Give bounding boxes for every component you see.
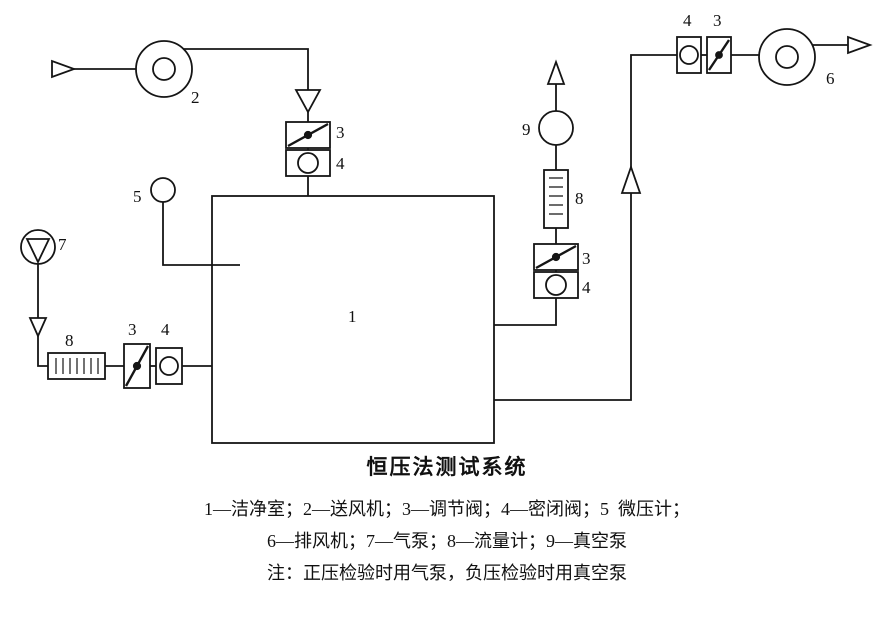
legend-line-1: 1—洁净室；2—送风机；3—调节阀；4—密闭阀；5 微压计； bbox=[204, 499, 690, 519]
label-air-pump: 7 bbox=[58, 235, 67, 254]
sealed-valve-left-icon bbox=[155, 347, 183, 385]
label-flow-meter-right: 8 bbox=[575, 189, 584, 208]
sealed-valve-right-icon bbox=[533, 271, 579, 299]
label-valve3-right: 3 bbox=[582, 249, 591, 268]
label-valve3-top: 3 bbox=[336, 123, 345, 142]
flow-meter-right-icon bbox=[543, 169, 569, 229]
label-valve4-top-right: 4 bbox=[683, 11, 692, 30]
pipe-room-to-valve4-right bbox=[494, 298, 557, 326]
regulating-valve-top-right-icon bbox=[706, 36, 732, 74]
vent-up-arrow-icon bbox=[546, 59, 566, 85]
pipe-exhaust-run bbox=[494, 54, 677, 401]
note-line: 注：正压检验时用气泵，负压检验时用真空泵 bbox=[267, 563, 627, 583]
pipe-supply bbox=[183, 48, 309, 90]
label-clean-room: 1 bbox=[348, 307, 357, 326]
outlet-arrow-icon bbox=[847, 35, 873, 55]
label-micro-manometer: 5 bbox=[133, 187, 142, 206]
label-valve3-left: 3 bbox=[128, 320, 137, 339]
diagram-labels: 1 2 3 4 5 6 7 8 3 4 4 3 8 9 4 3 bbox=[58, 11, 835, 350]
clean-room-box bbox=[211, 195, 495, 444]
inlet-arrow-icon bbox=[51, 59, 77, 79]
supply-fan-icon bbox=[135, 40, 193, 98]
air-pump-icon bbox=[20, 229, 56, 265]
sealed-valve-top-icon bbox=[285, 149, 331, 177]
diagram-title: 恒压法测试系统 bbox=[366, 455, 528, 479]
flow-meter-left-icon bbox=[47, 352, 106, 380]
down-funnel-icon bbox=[294, 89, 322, 114]
pipe-pump-to-flowmeter bbox=[37, 336, 48, 367]
regulating-valve-right-icon bbox=[533, 243, 579, 271]
label-valve4-right: 4 bbox=[582, 278, 591, 297]
label-valve3-top-right: 3 bbox=[713, 11, 722, 30]
regulating-valve-top-icon bbox=[285, 121, 331, 149]
label-vacuum-pump: 9 bbox=[522, 120, 531, 139]
riser-up-arrow-icon bbox=[620, 164, 642, 194]
flow-arrows bbox=[28, 35, 873, 339]
label-flow-meter-left: 8 bbox=[65, 331, 74, 350]
pipes bbox=[37, 44, 848, 401]
label-supply-fan: 2 bbox=[191, 88, 200, 107]
system-diagram: 1 2 3 4 5 6 7 8 3 4 4 3 8 9 4 3 bbox=[20, 11, 873, 444]
vacuum-pump-icon bbox=[538, 110, 574, 146]
label-exhaust-fan: 6 bbox=[826, 69, 835, 88]
legend-line-2: 6—排风机；7—气泵；8—流量计；9—真空泵 bbox=[267, 531, 627, 551]
label-valve4-top: 4 bbox=[336, 154, 345, 173]
micro-manometer-icon bbox=[150, 177, 176, 203]
label-valve4-left: 4 bbox=[161, 320, 170, 339]
down-arrow-icon bbox=[28, 317, 48, 339]
exhaust-fan-icon bbox=[758, 28, 816, 86]
pipe-manometer-tap bbox=[162, 202, 240, 266]
regulating-valve-left-icon bbox=[123, 343, 151, 389]
sealed-valve-top-right-icon bbox=[676, 36, 702, 74]
